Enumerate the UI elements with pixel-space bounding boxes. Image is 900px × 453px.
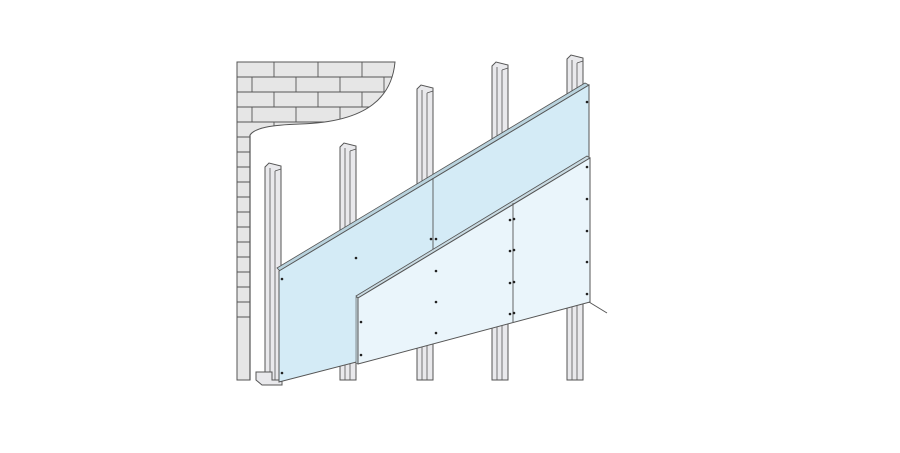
screw (585, 100, 589, 104)
screw (585, 292, 589, 296)
screw (354, 256, 358, 260)
screw (359, 353, 363, 357)
screw (359, 320, 363, 324)
screws (280, 100, 589, 375)
screw (508, 281, 512, 285)
screw (508, 312, 512, 316)
screw (508, 249, 512, 253)
screw (512, 217, 516, 221)
screw (512, 311, 516, 315)
screw (434, 269, 438, 273)
screw (434, 300, 438, 304)
screw (585, 165, 589, 169)
screw (585, 229, 589, 233)
screw (512, 248, 516, 252)
screw (585, 197, 589, 201)
screw (429, 237, 433, 241)
floor-line (588, 301, 608, 314)
front-plasterboard (355, 155, 591, 365)
screw (280, 277, 284, 281)
screw (508, 218, 512, 222)
screw (280, 371, 284, 375)
screw (512, 280, 516, 284)
screw (585, 260, 589, 264)
screw (434, 331, 438, 335)
floor-track (255, 371, 283, 386)
screw (434, 237, 438, 241)
